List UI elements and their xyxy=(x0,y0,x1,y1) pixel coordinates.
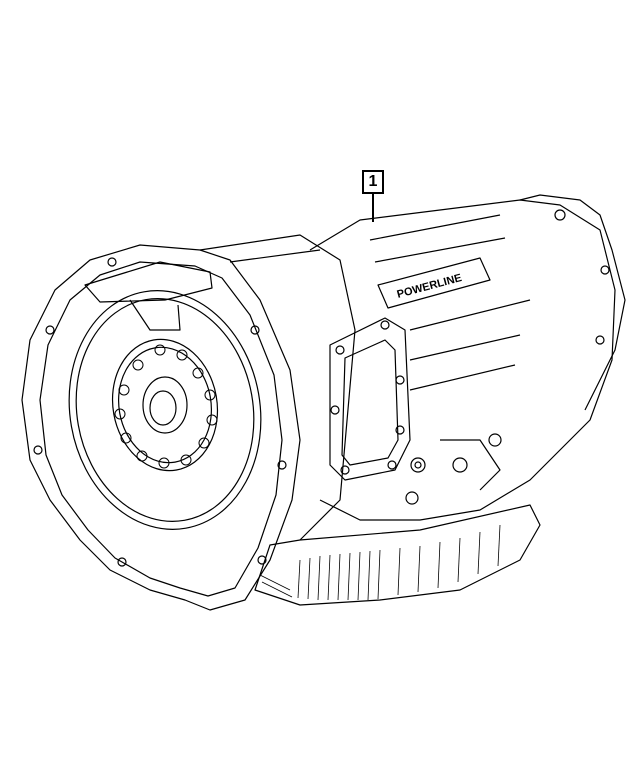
callout-label: 1 xyxy=(368,173,378,190)
crank-pilot xyxy=(142,376,188,434)
bell-housing-flange xyxy=(21,244,301,611)
cover-bolts xyxy=(330,320,405,475)
pan-fins xyxy=(259,524,501,601)
cooler-fitting xyxy=(410,457,426,473)
oil-pan xyxy=(254,504,541,606)
flexplate xyxy=(68,290,262,530)
flexplate-bolts xyxy=(114,344,218,469)
lift-bracket xyxy=(84,261,213,303)
callout-1: 1 xyxy=(362,170,384,194)
main-case xyxy=(309,199,616,521)
callout-leader-line xyxy=(372,194,374,222)
powerline-plate xyxy=(377,257,491,309)
hub-ring xyxy=(111,338,219,472)
converter-housing xyxy=(199,234,356,541)
flange-holes xyxy=(33,257,287,567)
side-cover xyxy=(329,317,411,481)
tail-housing xyxy=(519,194,626,411)
